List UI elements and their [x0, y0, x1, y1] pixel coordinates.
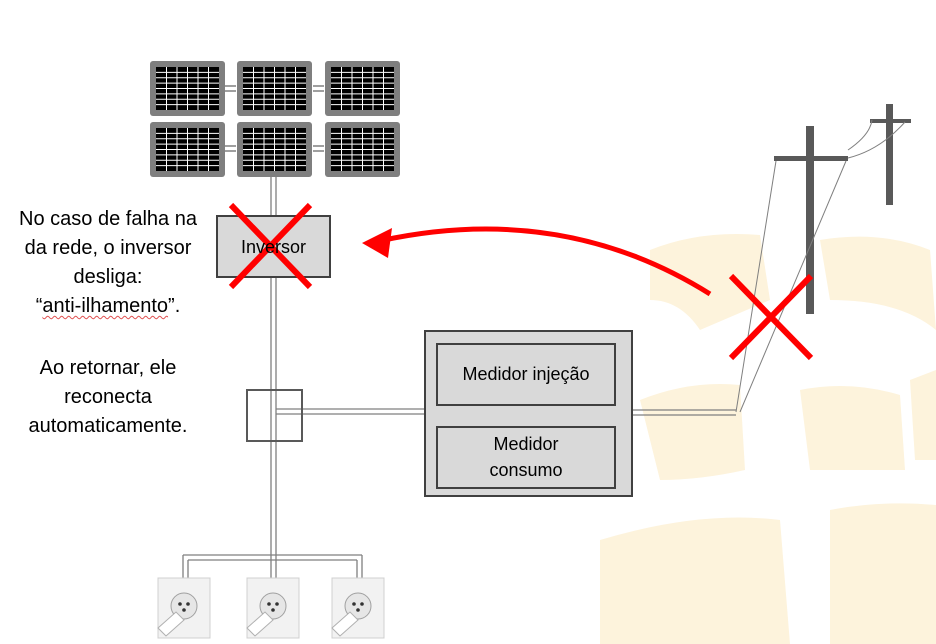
reconnect-note-line1: Ao retornar, ele [39, 357, 177, 379]
signal-arrow [362, 226, 712, 297]
reconnect-note-line3: automaticamente. [28, 415, 188, 437]
watermark-logo [600, 234, 936, 644]
meter-enclosure [424, 330, 633, 497]
solar-panel-icon [325, 61, 400, 116]
failure-note-line1: No caso de falha na [19, 208, 197, 230]
solar-panel-array [150, 61, 400, 177]
close-quote: ”. [168, 295, 181, 317]
reconnect-note-line2: reconecta [64, 386, 152, 408]
reconnect-note: Ao retornar, ele reconecta automaticamen… [0, 354, 216, 441]
failure-note-line4: “anti-ilhamento”. [0, 292, 216, 321]
main-wiring [182, 177, 736, 578]
solar-panel-icon [325, 122, 400, 177]
solar-panel-icon [237, 61, 312, 116]
grid-cross-mark-icon [728, 273, 814, 361]
meter-injection-label: Medidor injeção [462, 364, 590, 384]
meter-consumption-line2: consumo [489, 460, 563, 480]
power-outlet-icon [246, 577, 300, 639]
failure-note: No caso de falha na da rede, o inversor … [0, 205, 216, 321]
meter-consumption-label: Medidor consumo [437, 431, 615, 483]
utility-pole-icon [735, 104, 911, 413]
failure-note-line3: desliga: [73, 266, 143, 288]
open-quote: “ [35, 295, 43, 317]
power-outlet-row [157, 577, 385, 639]
failure-note-line2: da rede, o inversor [24, 237, 192, 259]
solar-panel-icon [237, 122, 312, 177]
junction-box [246, 389, 303, 442]
inverter-label: Inversor [240, 237, 307, 257]
solar-panel-icon [150, 122, 225, 177]
power-outlet-icon [331, 577, 385, 639]
meter-consumption-line1: Medidor [493, 434, 559, 454]
power-outlet-icon [157, 577, 211, 639]
solar-panel-icon [150, 61, 225, 116]
inverter-cross-mark-icon [228, 202, 313, 290]
anti-islanding-term: anti-ilhamento [42, 295, 169, 317]
